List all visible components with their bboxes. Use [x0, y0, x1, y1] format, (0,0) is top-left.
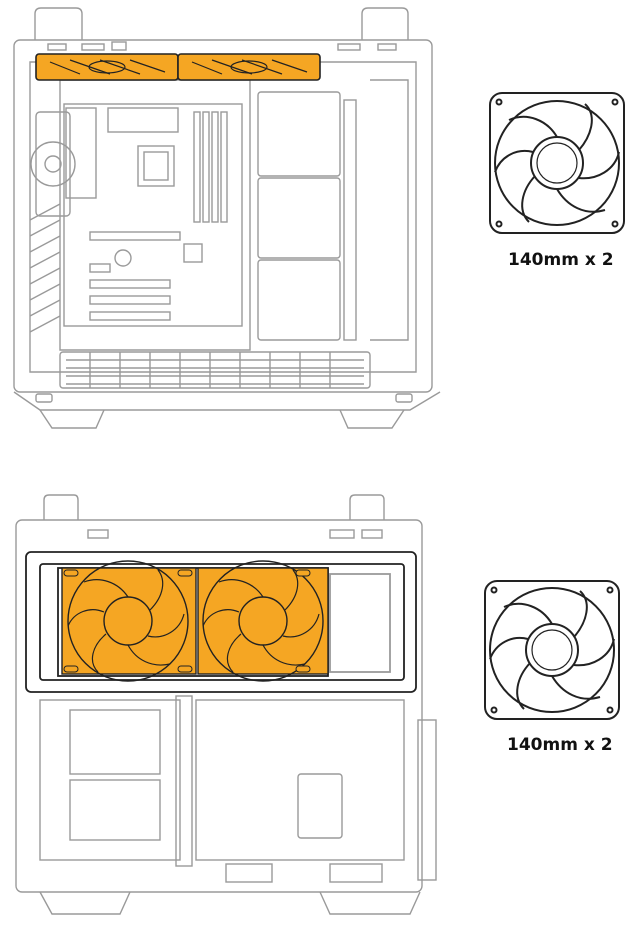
top-fan-highlight [36, 54, 320, 80]
fan-icon-bottom [482, 578, 622, 723]
case-illustration-side [0, 490, 460, 930]
fan-caption-bottom: 140mm x 2 [507, 735, 613, 755]
fan-icon-top [487, 90, 627, 240]
fan-140mm-icon [482, 578, 622, 723]
fan-140mm-icon [487, 90, 627, 240]
case-diagram-side-mount [0, 490, 460, 930]
fan-caption-top: 140mm x 2 [508, 250, 614, 270]
case-diagram-top-mount [0, 0, 460, 440]
case-illustration-top [0, 0, 460, 440]
side-fan-highlight [62, 561, 328, 681]
